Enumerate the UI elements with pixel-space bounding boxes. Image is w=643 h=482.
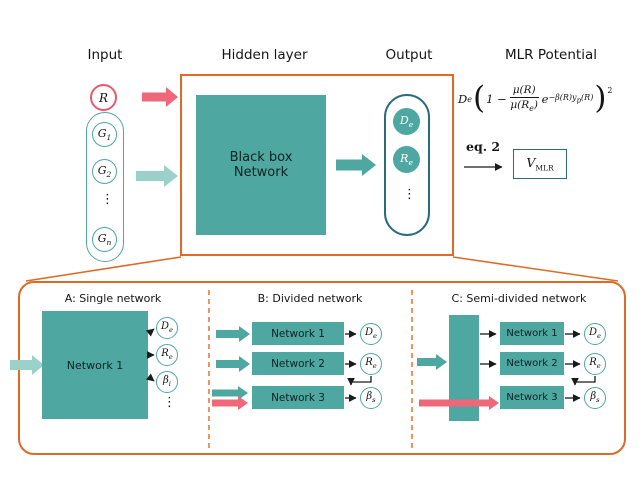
panel-a-node-re: Re [156,344,178,366]
output-group-box [384,94,430,236]
input-node-gn: Gn [92,227,117,252]
open-paren: ( [472,80,486,117]
black-box-label-line2: Network [233,165,289,180]
formula-power: 2 [607,85,613,95]
panel-a-title: A: Single network [64,292,162,305]
panel-b-title: B: Divided network [257,292,363,305]
panel-b-network2-box: Network 2 [252,352,344,375]
node-label: De [399,113,414,129]
output-node-re: Re [393,146,420,173]
panel-a-network1-box: Network 1 [42,311,148,419]
vmlr-box: VMLR [513,149,567,179]
panel-c-shared-layer-bar [449,315,479,421]
panel-a-node-beta: βi [156,371,178,393]
panel-c-network1-box: Network 1 [500,322,564,345]
node-label: Gn [97,231,112,247]
panel-a-network1-label: Network 1 [66,358,124,372]
formula-fraction: μ(R) μ(Re) [509,84,539,114]
panel-c-network2-box: Network 2 [500,352,564,375]
close-paren: ) [594,80,607,117]
panel-c-title: C: Semi-divided network [451,292,587,305]
panel-c-node-beta: βs [584,387,606,409]
panel-c-node-re: Re [584,353,606,375]
black-box-network: Black box Network [196,95,326,235]
panel-b-network1-box: Network 1 [252,322,344,345]
panel-b-network3-box: Network 3 [252,386,344,409]
black-box-label-line1: Black box [229,150,293,165]
g-input-arrow-teal [136,165,178,187]
input-column-header: Input [87,47,123,63]
input-node-g1: G1 [92,122,117,147]
mlr-potential-header: MLR Potential [505,47,597,63]
panel-c-network3-box: Network 3 [500,386,564,409]
zoom-line-right [452,256,619,282]
input-node-r: R [90,84,117,111]
panel-b-node-re: Re [360,353,382,375]
panel-a-vertical-dots: ⋮ [163,395,176,410]
output-vertical-dots: ⋮ [403,187,416,202]
vmlr-label: VMLR [526,154,554,172]
input-vertical-dots: ⋮ [101,192,114,207]
panel-b-node-de: De [360,323,382,345]
node-label: R [98,90,109,105]
input-node-g2: G2 [92,159,117,184]
node-label: Re [400,151,413,167]
node-label: G1 [97,126,112,142]
eq2-label: eq. 2 [466,139,501,154]
r-input-arrow-pink [142,87,178,107]
hidden-layer-column-header: Hidden layer [221,47,308,63]
output-column-header: Output [385,47,433,63]
formula-exponent: −β(R)yp(R) [548,93,594,105]
bottom-panel-box [18,281,626,455]
hidden-layer-box [180,74,454,256]
output-node-de: De [393,108,420,135]
panel-b-node-beta: βs [360,387,382,409]
panel-a-node-de: De [156,317,178,339]
panel-c-node-de: De [584,323,606,345]
node-label: G2 [97,163,112,179]
